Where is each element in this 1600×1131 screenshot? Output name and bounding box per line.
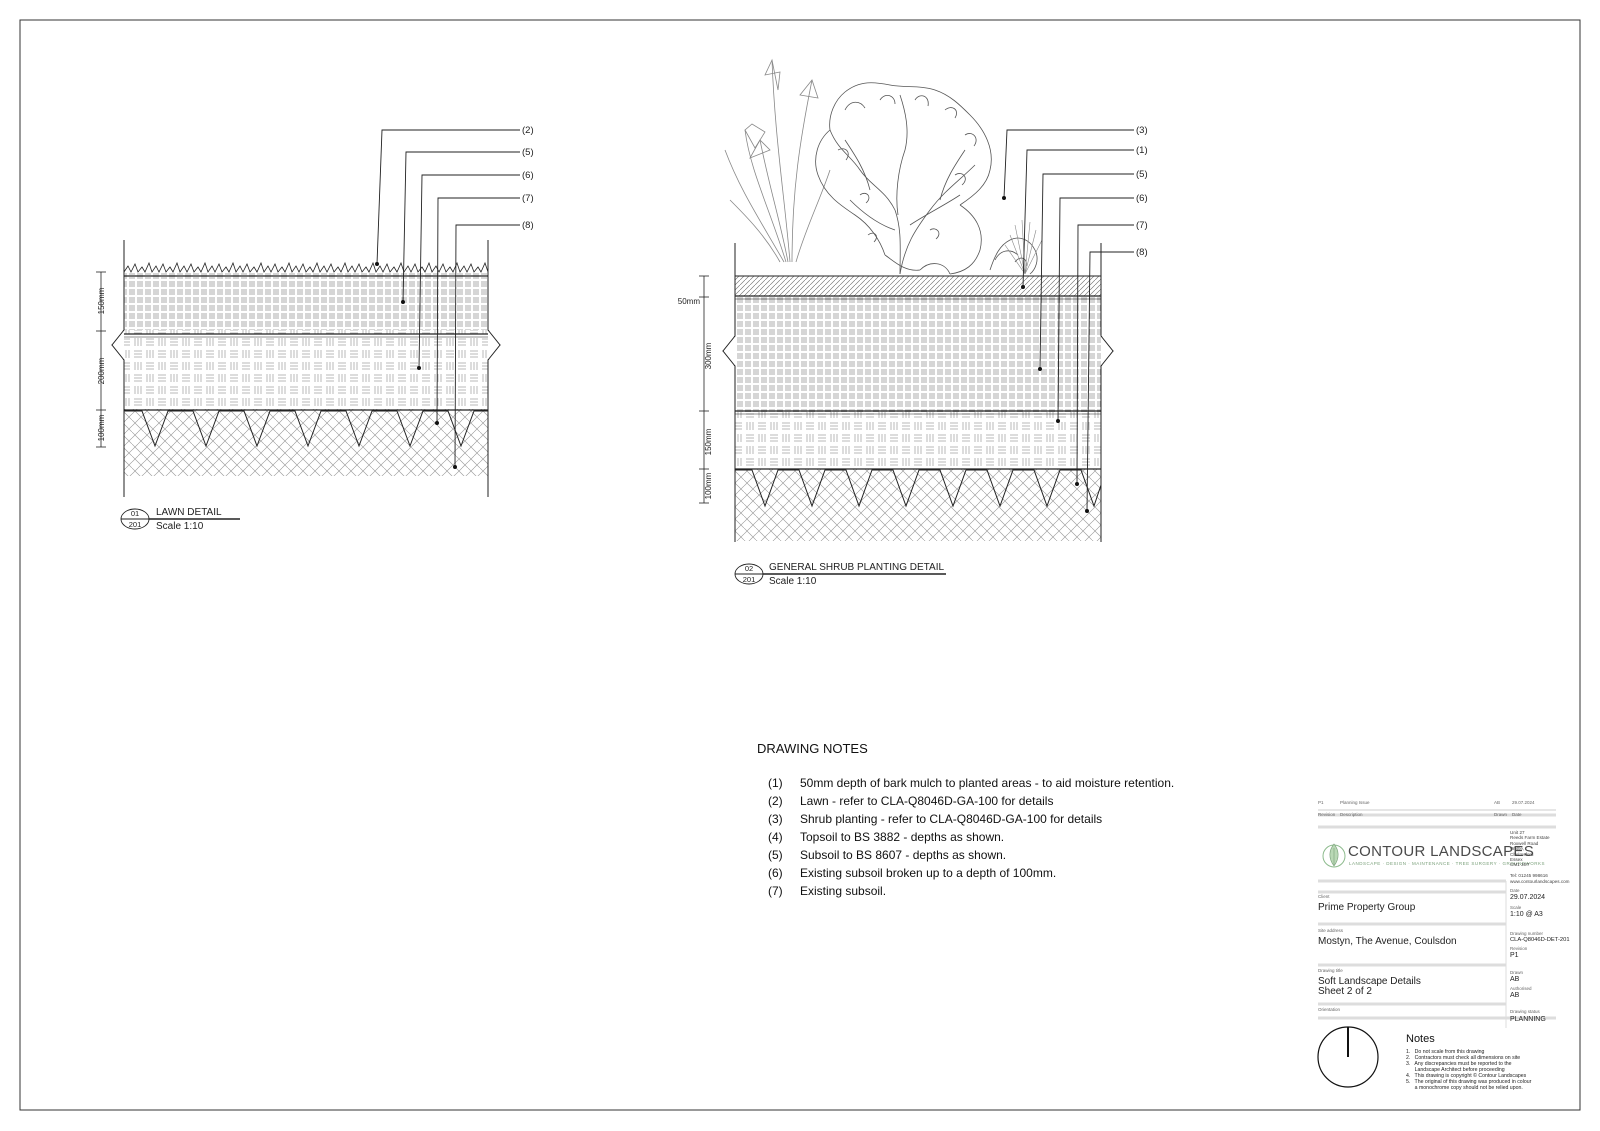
shrub-dim-50: 50mm (678, 297, 701, 306)
drawn-value: AB (1510, 976, 1520, 983)
drawing-notes-title: DRAWING NOTES (757, 741, 868, 756)
lawn-detail-title: LAWN DETAIL (156, 507, 222, 518)
site-value: Mostyn, The Avenue, Coulsdon (1318, 936, 1457, 947)
drawing-note: (5)Subsoil to BS 8607 - depths as shown. (768, 848, 1007, 862)
shrub-callout-8: (8) (1136, 247, 1148, 258)
small-grass-illustration (1004, 219, 1043, 275)
grass-plant-illustration (724, 58, 831, 263)
general-note: 5. The original of this drawing was prod… (1406, 1079, 1532, 1085)
lawn-callout-5: (5) (522, 147, 534, 158)
scale-value: 1:10 @ A3 (1510, 911, 1543, 918)
general-note: Landscape Architect before proceeding (1406, 1067, 1505, 1073)
general-note: 2. Contractors must check all dimensions… (1406, 1055, 1521, 1061)
lawn-detail-scale: Scale 1:10 (156, 521, 204, 532)
lawn-callout-8: (8) (522, 220, 534, 231)
general-note: 1. Do not scale from this drawing (1406, 1049, 1485, 1055)
shrub-callout-3: (3) (1136, 125, 1148, 136)
shrub-callout-6: (6) (1136, 193, 1148, 204)
company-phone: Tel: 01245 998616 (1510, 873, 1548, 878)
shrub-detail-section: 50mm 300mm 150mm 100mm (3) (1) (5) (6) (… (678, 58, 1148, 587)
lawn-detail-section: 150mm 200mm 100mm (2) (5) (6) (7) (8) 01… (96, 125, 534, 532)
svg-text:201: 201 (743, 575, 756, 584)
drawing-note: (6)Existing subsoil broken up to a depth… (768, 866, 1057, 880)
drawing-title-label: Drawing title (1318, 968, 1343, 973)
client-label: Client (1318, 894, 1330, 899)
general-note: 3. Any discrepancies must be reported to… (1406, 1061, 1512, 1067)
lawn-callout-2: (2) (522, 125, 534, 136)
notes-heading: Notes (1406, 1033, 1435, 1045)
drawing-note: (2)Lawn - refer to CLA-Q8046D-GA-100 for… (768, 794, 1054, 808)
drawing-note: (7)Existing subsoil. (768, 884, 887, 898)
drawing-title-line-1: Soft Landscape Details (1318, 976, 1421, 987)
site-label: Site address (1318, 928, 1344, 933)
leaf-icon (1322, 843, 1346, 868)
company-web: www.contourlandscapes.com (1510, 879, 1570, 884)
drawing-title-line-2: Sheet 2 of 2 (1318, 986, 1372, 997)
drawing-number-value: CLA-Q8046D-DET-201 (1510, 937, 1570, 943)
date-label: Date (1510, 888, 1520, 893)
lawn-detail-marker: 01 201 LAWN DETAIL Scale 1:10 (120, 507, 240, 532)
orientation-label: Orientation (1318, 1007, 1341, 1012)
shrub-detail-scale: Scale 1:10 (769, 576, 817, 587)
lawn-dim-150: 150mm (97, 287, 106, 314)
client-value: Prime Property Group (1318, 902, 1416, 913)
drawing-number-label: Drawing number (1510, 931, 1544, 936)
lawn-callout-6: (6) (522, 170, 534, 181)
date-value: 29.07.2024 (1510, 894, 1546, 901)
revision-label: Revision (1510, 946, 1528, 951)
drawing-note: (4)Topsoil to BS 3882 - depths as shown. (768, 830, 1005, 844)
revision-value: P1 (1510, 952, 1519, 959)
svg-text:01: 01 (131, 509, 139, 518)
drawing-note: (1)50mm depth of bark mulch to planted a… (768, 776, 1175, 790)
shrub-detail-title: GENERAL SHRUB PLANTING DETAIL (769, 562, 944, 573)
company-name: CONTOUR LANDSCAPES (1348, 843, 1534, 860)
lawn-callout-7: (7) (522, 193, 534, 204)
shrub-callout-1: (1) (1136, 145, 1148, 156)
status-label: Drawing status (1510, 1009, 1540, 1014)
shrub-dim-150: 150mm (704, 428, 713, 455)
status-value: PLANNING (1510, 1016, 1546, 1023)
north-arrow-icon (1317, 1026, 1379, 1088)
title-block-frame (1318, 809, 1556, 1028)
lawn-dim-100: 100mm (97, 414, 106, 441)
general-note: a monochrome copy should not be relied u… (1406, 1085, 1523, 1091)
shrub-dim-100: 100mm (704, 472, 713, 499)
svg-text:201: 201 (129, 520, 142, 529)
shrub-callout-7: (7) (1136, 220, 1148, 231)
general-notes-list: 1. Do not scale from this drawing 2. Con… (1406, 1049, 1531, 1091)
drawing-notes-list: (1)50mm depth of bark mulch to planted a… (768, 774, 1174, 900)
sheet-border (19, 19, 1581, 1111)
company-address: Unit 27 Reeds Farm Estate Roxwell Road W… (1510, 830, 1550, 868)
shrub-callout-5: (5) (1136, 169, 1148, 180)
shrub-dim-300: 300mm (704, 342, 713, 369)
drawn-label: Drawn (1510, 970, 1524, 975)
shrub-detail-marker: 02 201 GENERAL SHRUB PLANTING DETAIL Sca… (734, 562, 946, 587)
lawn-dim-200: 200mm (97, 357, 106, 384)
general-note: 4. This drawing is copyright © Contour L… (1406, 1073, 1527, 1079)
drawing-note: (3)Shrub planting - refer to CLA-Q8046D-… (768, 812, 1103, 826)
authorised-value: AB (1510, 992, 1520, 999)
shrub-illustration (815, 82, 1038, 275)
authorised-label: Authorised (1510, 986, 1532, 991)
svg-text:02: 02 (745, 564, 753, 573)
scale-label: Scale (1510, 905, 1522, 910)
company-tagline: LANDSCAPE · DESIGN · MAINTENANCE · TREE … (1349, 861, 1546, 866)
